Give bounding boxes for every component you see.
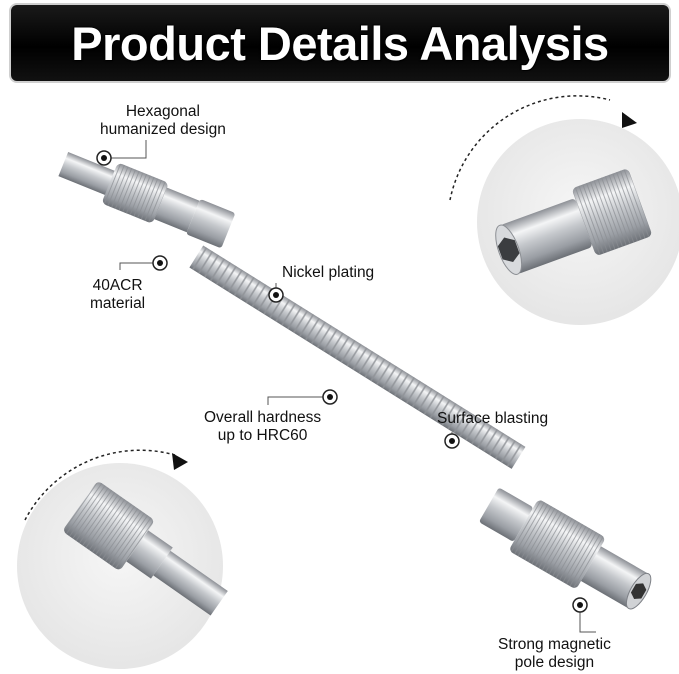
rotation-arrow-icon	[172, 453, 188, 470]
callout-dot-icon	[96, 150, 112, 166]
callout-nickel-plating: Nickel plating	[282, 264, 375, 281]
callout-hardness: Overall hardness up to HRC60	[204, 409, 322, 444]
callout-dots	[96, 150, 588, 613]
rotation-arrow-icon	[622, 112, 637, 128]
callout-dot-icon	[572, 597, 588, 613]
callout-hexagonal-design: Hexagonal humanized design	[100, 103, 226, 138]
callout-dot-icon	[444, 433, 460, 449]
callout-dot-icon	[152, 255, 168, 271]
page-title: Product Details Analysis	[71, 16, 609, 70]
title-banner: Product Details Analysis	[9, 3, 671, 83]
callout-dot-icon	[268, 287, 284, 303]
callout-surface-blasting: Surface blasting	[437, 410, 549, 427]
zoom-circle-hex-end	[17, 449, 228, 669]
zoom-circle-socket-end	[449, 95, 679, 325]
callout-material: 40ACR material	[90, 277, 146, 312]
callout-magnetic-pole: Strong magnetic pole design	[498, 636, 611, 671]
callout-dot-icon	[322, 389, 338, 405]
